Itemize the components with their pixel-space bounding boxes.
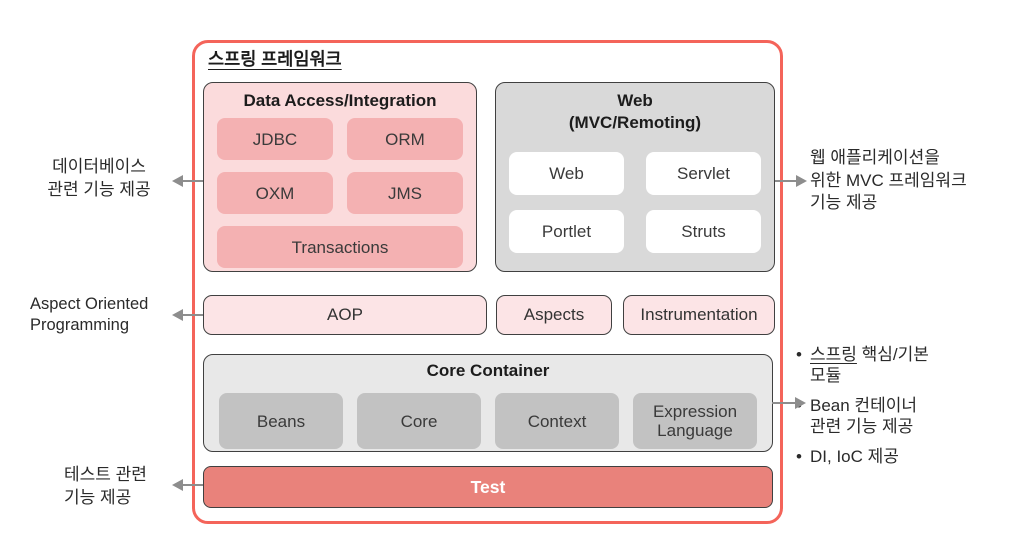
core-row: Beans Core Context Expression Language	[204, 393, 772, 449]
arrow-left-aop-icon	[172, 309, 203, 321]
box-aspects: Aspects	[496, 295, 612, 335]
arrow-left-database-icon	[172, 175, 203, 187]
panel-web-title-line2: (MVC/Remoting)	[568, 113, 702, 132]
annotation-aop-line2: Programming	[30, 316, 130, 334]
annotation-test-line1: 테스트 관련	[64, 465, 147, 484]
arrow-head	[796, 175, 807, 187]
core-note-item-1-line2: 모듈	[810, 366, 842, 385]
annotation-web-line2: 위한 MVC 프레임워크	[810, 170, 967, 190]
core-note-item-2-line2: 관련 기능 제공	[810, 417, 914, 436]
arrow-line	[183, 484, 203, 486]
module-jdbc: JDBC	[217, 118, 333, 160]
annotation-database-line1: 데이터베이스	[52, 157, 146, 176]
annotation-test: 테스트 관련 기능 제공	[64, 463, 194, 509]
panel-web: Web (MVC/Remoting) Web Servlet Portlet S…	[495, 82, 775, 272]
arrow-line	[183, 314, 203, 316]
annotation-database: 데이터베이스 관련 기능 제공	[24, 155, 174, 201]
arrow-line	[183, 180, 203, 182]
arrow-right-core-icon	[772, 397, 806, 409]
core-note-item-3-line1: DI, IoC 제공	[810, 447, 899, 466]
core-note-emph: 스프링	[810, 345, 857, 364]
panel-data-access: Data Access/Integration JDBC ORM OXM JMS…	[203, 82, 477, 272]
module-struts: Struts	[646, 210, 761, 253]
arrow-head	[795, 397, 806, 409]
annotation-test-line2: 기능 제공	[64, 488, 132, 507]
core-note-item-1-body: 스프링 핵심/기본 모듈	[810, 344, 929, 386]
annotation-database-line2: 관련 기능 제공	[47, 180, 151, 199]
annotation-aop-line1: Aspect Oriented	[30, 295, 149, 313]
module-jms: JMS	[347, 172, 463, 214]
box-instrumentation: Instrumentation	[623, 295, 775, 335]
arrow-head	[172, 309, 183, 321]
annotation-web-line3: 기능 제공	[810, 193, 878, 212]
arrow-head	[172, 175, 183, 187]
panel-data-access-title: Data Access/Integration	[243, 91, 437, 110]
core-note-item-1: • 스프링 핵심/기본 모듈	[796, 344, 1008, 386]
core-note-item-3: • DI, IoC 제공	[796, 446, 1008, 467]
module-servlet: Servlet	[646, 152, 761, 195]
panel-web-title: Web (MVC/Remoting)	[496, 90, 774, 134]
data-access-grid: JDBC ORM OXM JMS Transactions	[204, 118, 476, 268]
module-oxm: OXM	[217, 172, 333, 214]
core-note-item-2-line1: Bean 컨테이너	[810, 396, 917, 415]
module-portlet: Portlet	[509, 210, 624, 253]
core-note-item-1-line1: 스프링 핵심/기본	[810, 344, 929, 365]
annotation-core-notes: • 스프링 핵심/기본 모듈 • Bean 컨테이너 관련 기능 제공 • DI…	[796, 344, 1008, 476]
module-core: Core	[357, 393, 481, 449]
arrow-right-web-icon	[775, 175, 807, 187]
arrow-line	[775, 180, 796, 182]
module-expression-language: Expression Language	[633, 393, 757, 449]
box-aop: AOP	[203, 295, 487, 335]
module-orm: ORM	[347, 118, 463, 160]
annotation-aop: Aspect Oriented Programming	[30, 294, 200, 336]
module-beans: Beans	[219, 393, 343, 449]
annotation-web-line1: 웹 애플리케이션을	[810, 148, 940, 167]
module-context: Context	[495, 393, 619, 449]
arrow-head	[172, 479, 183, 491]
bullet-icon: •	[796, 447, 802, 466]
bullet-icon: •	[796, 345, 802, 364]
module-transactions: Transactions	[217, 226, 463, 268]
bar-test: Test	[203, 466, 773, 508]
panel-core-container: Core Container Beans Core Context Expres…	[203, 354, 773, 452]
arrow-line	[772, 402, 795, 404]
arrow-left-test-icon	[172, 479, 203, 491]
web-grid: Web Servlet Portlet Struts	[496, 152, 774, 253]
core-note-item-2-body: Bean 컨테이너 관련 기능 제공	[810, 395, 917, 437]
core-note-item-3-body: DI, IoC 제공	[810, 446, 899, 467]
diagram-title: 스프링 프레임워크	[208, 49, 342, 69]
module-web: Web	[509, 152, 624, 195]
panel-web-title-line1: Web	[617, 91, 653, 110]
core-note-item-2: • Bean 컨테이너 관련 기능 제공	[796, 395, 1008, 437]
annotation-web: 웹 애플리케이션을 위한 MVC 프레임워크 기능 제공	[810, 147, 1010, 215]
panel-core-title: Core Container	[426, 361, 550, 380]
core-note-rest: 핵심/기본	[856, 345, 929, 364]
